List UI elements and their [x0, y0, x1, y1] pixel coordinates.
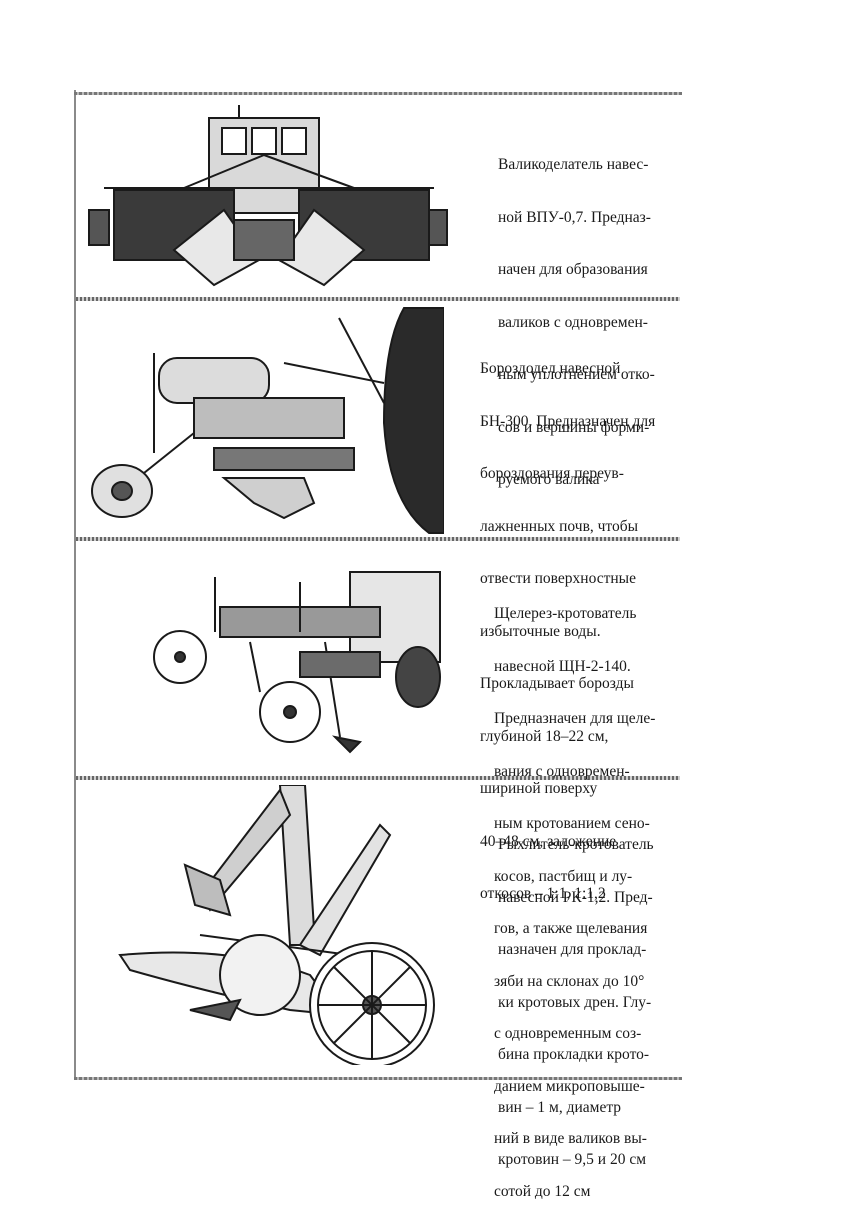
- caption-line: БН-300. Предназначен для: [480, 412, 656, 430]
- caption-line: руемого валика: [498, 471, 600, 488]
- caption-line: лажненных почв, чтобы: [480, 517, 639, 535]
- rk-caption: Рыхлитель-кротователь навесной РК-1,2. П…: [498, 801, 654, 1186]
- caption-line: навесной ЩН-2-140.: [494, 657, 631, 675]
- caption-line: зяби на склонах до 10°: [494, 972, 645, 990]
- caption-line: 40–48 см, заложение: [480, 832, 617, 850]
- bn300-caption: Бороздодел навесной БН-300. Предназначен…: [480, 325, 655, 920]
- caption-line: гов, а также щелевания: [494, 920, 648, 937]
- caption-line: назначен для проклад-: [498, 941, 647, 958]
- bn300-illustration: [84, 303, 444, 535]
- caption-line: Бороздодел навесной: [480, 360, 621, 377]
- panel-divider: [76, 537, 680, 541]
- caption-line: вания с одновремен-: [494, 762, 630, 780]
- caption-line: косов, пастбищ и лу-: [494, 867, 633, 885]
- top-rule: [74, 92, 682, 95]
- caption-line: Валикоделатель навес-: [498, 156, 649, 173]
- panel-divider: [76, 776, 680, 780]
- caption-line: ным уплотнением отко-: [498, 366, 655, 383]
- caption-line: кротовин – 9,5 и 20 см: [498, 1151, 647, 1168]
- caption-line: навесной РК-1,2. Пред-: [498, 888, 653, 906]
- rk-illustration: [110, 785, 450, 1065]
- shn-illustration: [150, 562, 450, 762]
- caption-line: отвести поверхностные: [480, 570, 636, 587]
- caption-line: Рыхлитель-кротователь: [498, 836, 654, 853]
- caption-line: бина прокладки крото-: [498, 1046, 650, 1063]
- caption-line: данием микроповыше-: [494, 1077, 645, 1095]
- caption-line: ным кротованием сено-: [494, 815, 650, 832]
- caption-line: глубиной 18–22 см,: [480, 727, 609, 745]
- caption-line: ной ВПУ-0,7. Предназ-: [498, 208, 651, 226]
- caption-line: вин – 1 м, диаметр: [498, 1098, 622, 1116]
- caption-line: с одновременным соз-: [494, 1025, 642, 1042]
- caption-line: сов и вершины форми-: [498, 418, 650, 436]
- caption-line: шириной поверху: [480, 780, 598, 797]
- caption-line: избыточные воды.: [480, 622, 601, 640]
- caption-line: начен для образования: [498, 261, 648, 278]
- caption-line: откосов – 1:1, 1:1,2: [480, 885, 606, 902]
- caption-line: бороздования переув-: [480, 465, 624, 482]
- caption-line: Прокладывает борозды: [480, 675, 634, 692]
- vpu-illustration: [84, 100, 454, 290]
- caption-line: валиков с одновремен-: [498, 313, 648, 331]
- bottom-rule: [74, 1077, 682, 1080]
- page-frame: [74, 90, 682, 1080]
- vpu-caption: Валикоделатель навес- ной ВПУ-0,7. Предн…: [498, 121, 655, 506]
- caption-line: Предназначен для щеле-: [494, 710, 656, 727]
- caption-line: ки кротовых дрен. Глу-: [498, 993, 652, 1011]
- caption-line: Щелерез-кротователь: [494, 605, 637, 622]
- caption-line: ний в виде валиков вы-: [494, 1130, 647, 1147]
- panel-divider: [76, 297, 680, 301]
